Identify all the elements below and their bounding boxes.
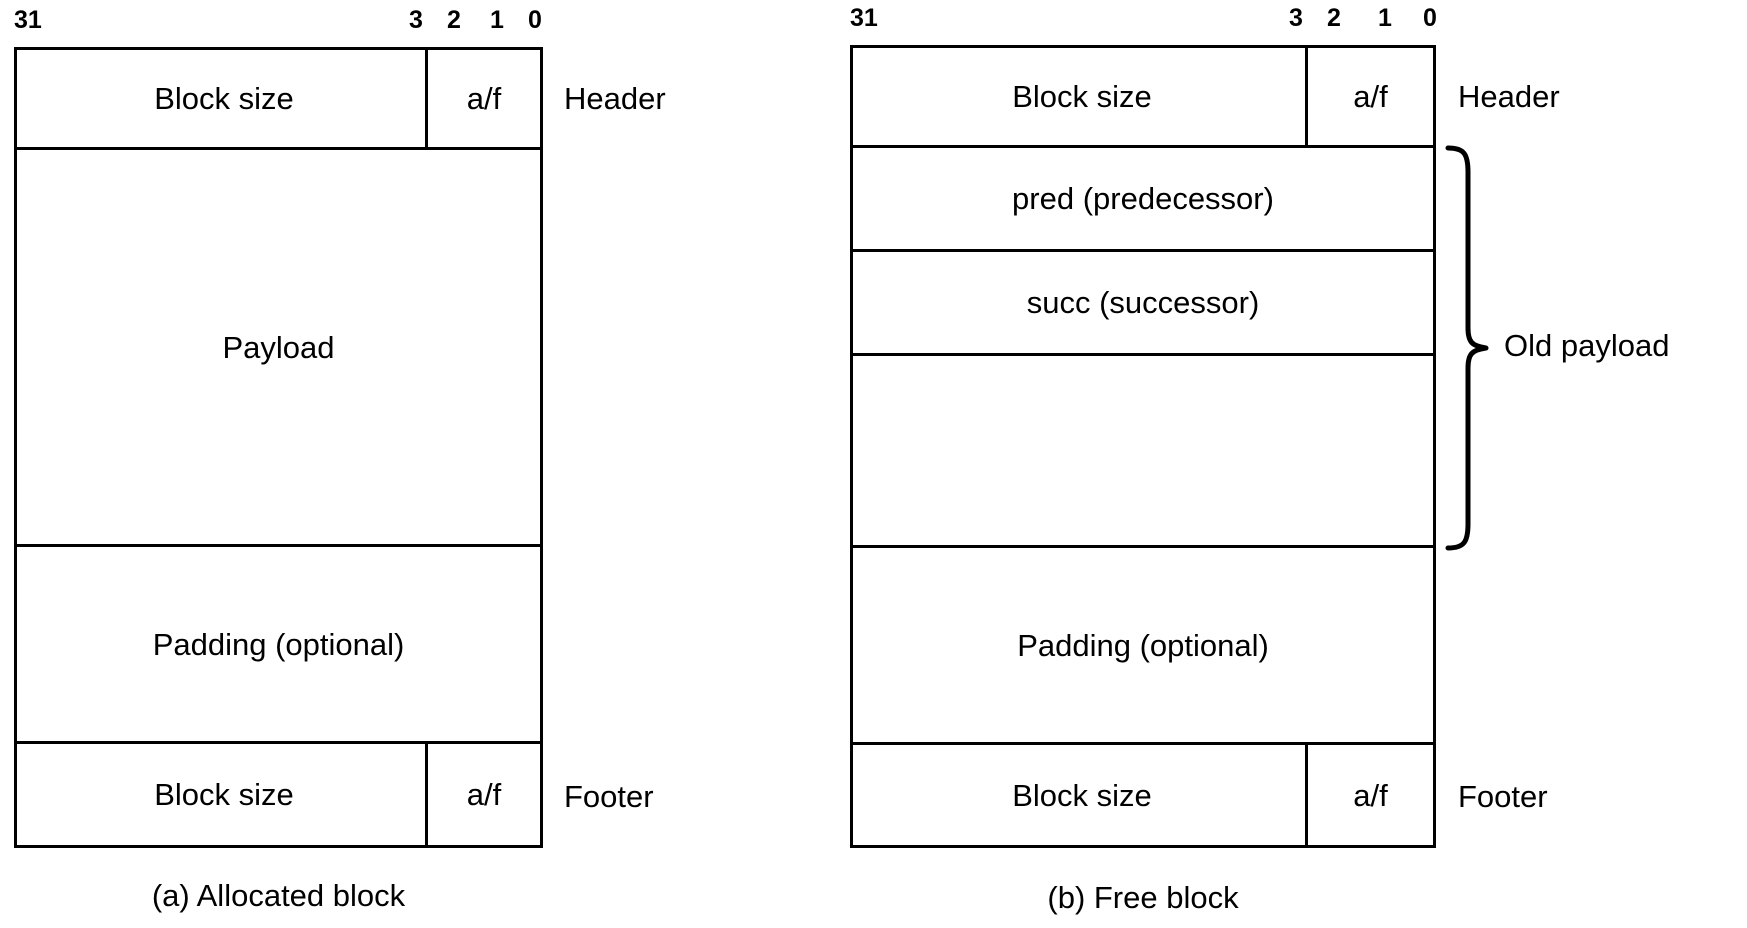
bit-label-0-right: 0 <box>1423 4 1437 32</box>
free-pred-row: pred (predecessor) <box>850 148 1436 252</box>
bit-label-3-left: 3 <box>409 6 423 34</box>
allocated-padding-row: Padding (optional) <box>14 547 543 744</box>
allocated-footer-label: Footer <box>564 779 654 814</box>
allocated-header-size-text: Block size <box>154 81 294 116</box>
free-succ-text: succ (successor) <box>1026 285 1260 320</box>
bit-label-1-right: 1 <box>1378 4 1392 32</box>
free-footer-size-text: Block size <box>1012 777 1152 813</box>
allocated-footer-af-cell: a/f <box>425 744 540 845</box>
old-payload-label: Old payload <box>1504 328 1670 363</box>
bit-label-3-right: 3 <box>1289 4 1303 32</box>
free-succ-row: succ (successor) <box>850 252 1436 356</box>
free-header-size-cell: Block size <box>853 48 1311 145</box>
free-header-label: Header <box>1458 79 1560 114</box>
free-footer-label: Footer <box>1458 779 1548 814</box>
allocated-header-af-cell: a/f <box>425 50 540 147</box>
allocated-header-label: Header <box>564 81 666 116</box>
free-header-af-cell: a/f <box>1305 48 1433 145</box>
allocated-footer-row: Block size a/f <box>14 744 543 848</box>
bit-label-0-left: 0 <box>528 6 542 34</box>
bit-label-2-right: 2 <box>1327 4 1341 32</box>
free-old-payload-space-row <box>850 356 1436 548</box>
allocated-footer-size-text: Block size <box>154 777 294 812</box>
free-block-caption: (b) Free block <box>1047 880 1239 915</box>
allocated-block-caption: (a) Allocated block <box>151 878 406 913</box>
allocated-footer-af-text: a/f <box>466 777 502 812</box>
allocated-header-row: Block size a/f <box>14 47 543 150</box>
free-header-size-text: Block size <box>1012 79 1152 114</box>
free-footer-af-cell: a/f <box>1305 745 1433 845</box>
old-payload-brace <box>1445 145 1489 551</box>
free-pred-text: pred (predecessor) <box>1012 181 1274 216</box>
allocated-padding-text: Padding (optional) <box>152 626 405 662</box>
free-header-af-text: a/f <box>1353 79 1388 114</box>
free-footer-size-cell: Block size <box>853 745 1311 845</box>
allocated-header-af-text: a/f <box>466 81 502 116</box>
allocated-payload-row: Payload <box>14 150 543 547</box>
free-padding-row: Padding (optional) <box>850 548 1436 745</box>
allocated-payload-text: Payload <box>222 329 335 365</box>
allocated-footer-size-cell: Block size <box>17 744 431 845</box>
free-footer-row: Block size a/f <box>850 745 1436 848</box>
bit-label-31-right: 31 <box>850 4 878 32</box>
free-header-row: Block size a/f <box>850 45 1436 148</box>
bit-label-1-left: 1 <box>490 6 504 34</box>
free-padding-text: Padding (optional) <box>1017 627 1269 663</box>
bit-label-31-left: 31 <box>14 6 42 34</box>
free-footer-af-text: a/f <box>1353 777 1388 813</box>
allocated-header-size-cell: Block size <box>17 50 431 147</box>
bit-label-2-left: 2 <box>447 6 461 34</box>
